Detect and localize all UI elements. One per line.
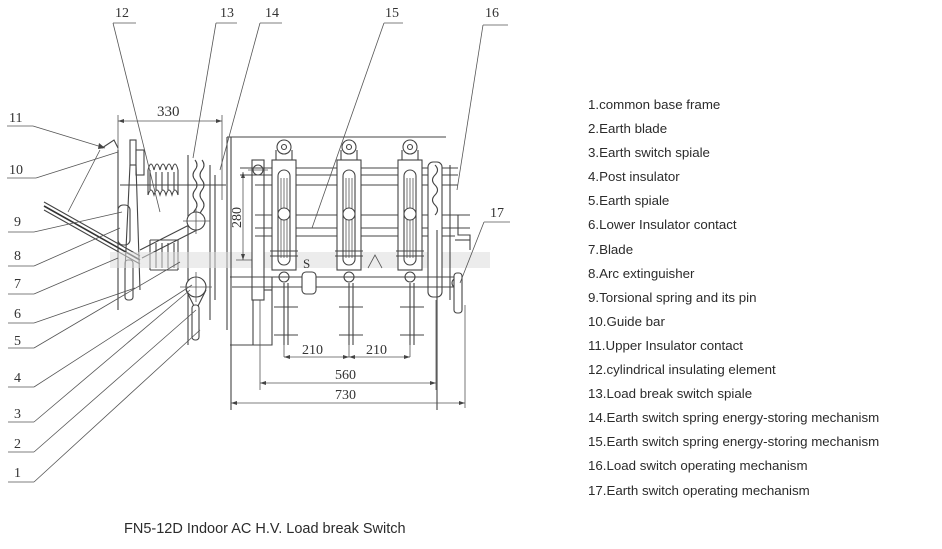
callout-6: 6 (8, 287, 136, 324)
svg-text:15: 15 (385, 6, 399, 21)
legend-item: 3.Earth switch spiale (588, 145, 710, 161)
callout-4: 4 (8, 284, 193, 388)
dimension-210: 210 210 (283, 343, 411, 359)
svg-text:16: 16 (485, 6, 499, 21)
svg-text:4: 4 (14, 371, 21, 386)
legend-item: 9.Torsional spring and its pin (588, 289, 757, 305)
side-view: 330 (43, 104, 490, 345)
callout-15: 15 (311, 6, 403, 229)
svg-text:8: 8 (14, 249, 21, 264)
svg-text:13: 13 (220, 6, 234, 21)
svg-text:2: 2 (14, 437, 21, 452)
svg-text:3: 3 (14, 407, 21, 422)
callouts: 12 13 14 15 16 17 (7, 6, 510, 483)
callout-10: 10 (7, 151, 119, 179)
callout-3: 3 (8, 289, 191, 423)
figure-caption: FN5-12D Indoor AC H.V. Load break Switch (124, 521, 406, 537)
svg-text:7: 7 (14, 277, 21, 292)
dim-210-left-label: 210 (302, 343, 323, 358)
callout-2: 2 (8, 309, 197, 453)
front-view: 280 (227, 136, 471, 410)
legend-item: 1.common base frame (588, 97, 721, 112)
svg-text:S: S (303, 256, 310, 271)
legend-item: 11.Upper Insulator contact (588, 337, 743, 353)
pole-1 (270, 139, 298, 345)
pole-3 (396, 139, 424, 345)
dim-730-label: 730 (335, 388, 356, 403)
svg-text:10: 10 (9, 163, 23, 178)
svg-text:9: 9 (14, 215, 21, 230)
svg-text:1: 1 (14, 466, 21, 481)
legend-item: 10.Guide bar (588, 313, 665, 329)
legend-item: 8.Arc extinguisher (588, 265, 695, 281)
svg-text:12: 12 (115, 6, 129, 21)
dim-560-label: 560 (335, 368, 356, 383)
callout-1: 1 (8, 329, 201, 483)
legend-item: 7.Blade (588, 241, 634, 257)
pole-2 (335, 139, 363, 345)
legend-item: 4.Post insulator (588, 169, 680, 185)
callout-11: 11 (7, 111, 106, 149)
dim-280-label: 280 (230, 207, 245, 228)
legend-item: 17.Earth switch operating mechanism (588, 482, 810, 498)
legend-item: 12.cylindrical insulating element (588, 362, 776, 378)
legend-item: 6.Lower Insulator contact (588, 217, 737, 233)
callout-14: 14 (219, 6, 282, 171)
svg-text:14: 14 (265, 6, 279, 21)
legend-item: 15.Earth switch spring energy-storing me… (588, 434, 880, 450)
legend-item: 2.Earth blade (588, 121, 668, 137)
legend-item: 5.Earth spiale (588, 193, 670, 209)
svg-text:5: 5 (14, 334, 21, 349)
legend-item: 14.Earth switch spring energy-storing me… (588, 410, 880, 426)
dim-330-label: 330 (157, 104, 180, 120)
legend-item: 16.Load switch operating mechanism (588, 458, 808, 474)
callout-16: 16 (456, 6, 508, 191)
dimension-330: 330 (117, 104, 223, 200)
callout-9: 9 (8, 149, 123, 233)
dim-210-right-label: 210 (366, 343, 387, 358)
dimension-280: 280 (230, 172, 258, 261)
parts-legend: 1.common base frame 2.Earth blade 3.Eart… (588, 95, 879, 505)
svg-text:11: 11 (9, 111, 22, 126)
svg-text:6: 6 (14, 307, 21, 322)
callout-5: 5 (8, 261, 181, 349)
callout-7: 7 (8, 257, 119, 295)
callout-8: 8 (8, 227, 121, 267)
dimension-560: 560 (259, 300, 437, 390)
svg-text:17: 17 (490, 206, 504, 221)
callout-13: 13 (192, 6, 237, 159)
legend-item: 13.Load break switch spiale (588, 386, 753, 402)
dimension-730: 730 (231, 305, 466, 408)
callout-17: 17 (459, 206, 510, 284)
switch-technical-drawing: 330 (7, 6, 510, 483)
callout-12: 12 (112, 6, 161, 213)
